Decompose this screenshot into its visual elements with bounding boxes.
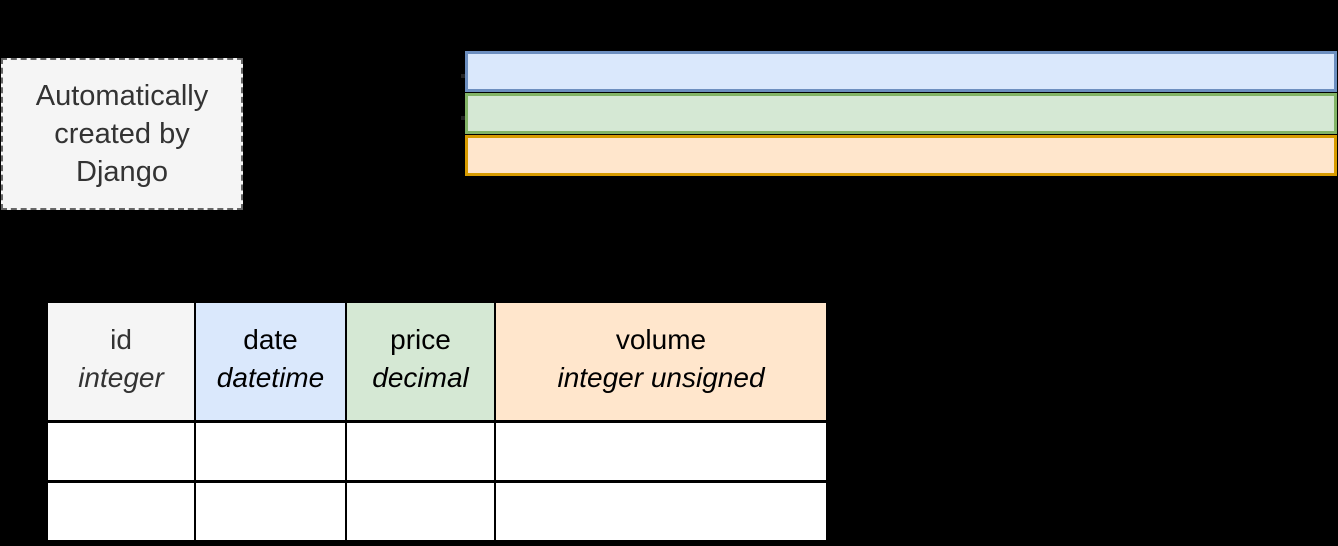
model-field-date: date = models.DateTimeField(...) [465, 51, 1337, 92]
table-cell [196, 423, 345, 480]
column-name: volume [615, 323, 707, 355]
table-cell [48, 483, 194, 540]
column-header-date: date datetime [196, 303, 345, 420]
column-header-price: price decimal [347, 303, 494, 420]
column-header-volume: volume integer unsigned [496, 303, 826, 420]
column-header-id: id integer [48, 303, 194, 420]
table-cell [347, 423, 494, 480]
model-field-date-code: date = models.DateTimeField(...) [577, 87, 1260, 89]
table-cell [496, 423, 826, 480]
column-type: integer unsigned [557, 361, 765, 393]
model-field-price: price = models.DecimalField(...) [465, 93, 1337, 134]
table-cell [196, 483, 345, 540]
django-model-fields: date = models.DateTimeField(...) price =… [465, 51, 1337, 177]
column-name: id [110, 323, 132, 355]
column-type: datetime [216, 361, 325, 393]
database-table: id integer date datetime price decimal v… [48, 303, 826, 540]
note-line-1: Automatically [35, 80, 209, 112]
connector-arrow-date-icon [461, 74, 466, 78]
model-field-volume-code: volume = models.PositiveIntegerField() [577, 171, 1334, 173]
note-line-3: Django [76, 156, 168, 188]
column-name: price [390, 323, 451, 355]
table-cell [347, 483, 494, 540]
connector-arrow-price-icon [461, 116, 466, 120]
table-cell [496, 483, 826, 540]
column-type: decimal [372, 361, 469, 393]
model-field-volume: volume = models.PositiveIntegerField() [465, 135, 1337, 176]
table-cell [48, 423, 194, 480]
column-type: integer [78, 361, 164, 393]
model-field-price-code: price = models.DecimalField(...) [577, 129, 1260, 131]
note-line-2: created by [54, 118, 190, 150]
column-name: date [243, 323, 298, 355]
auto-created-note: Automatically created by Django [1, 58, 243, 210]
